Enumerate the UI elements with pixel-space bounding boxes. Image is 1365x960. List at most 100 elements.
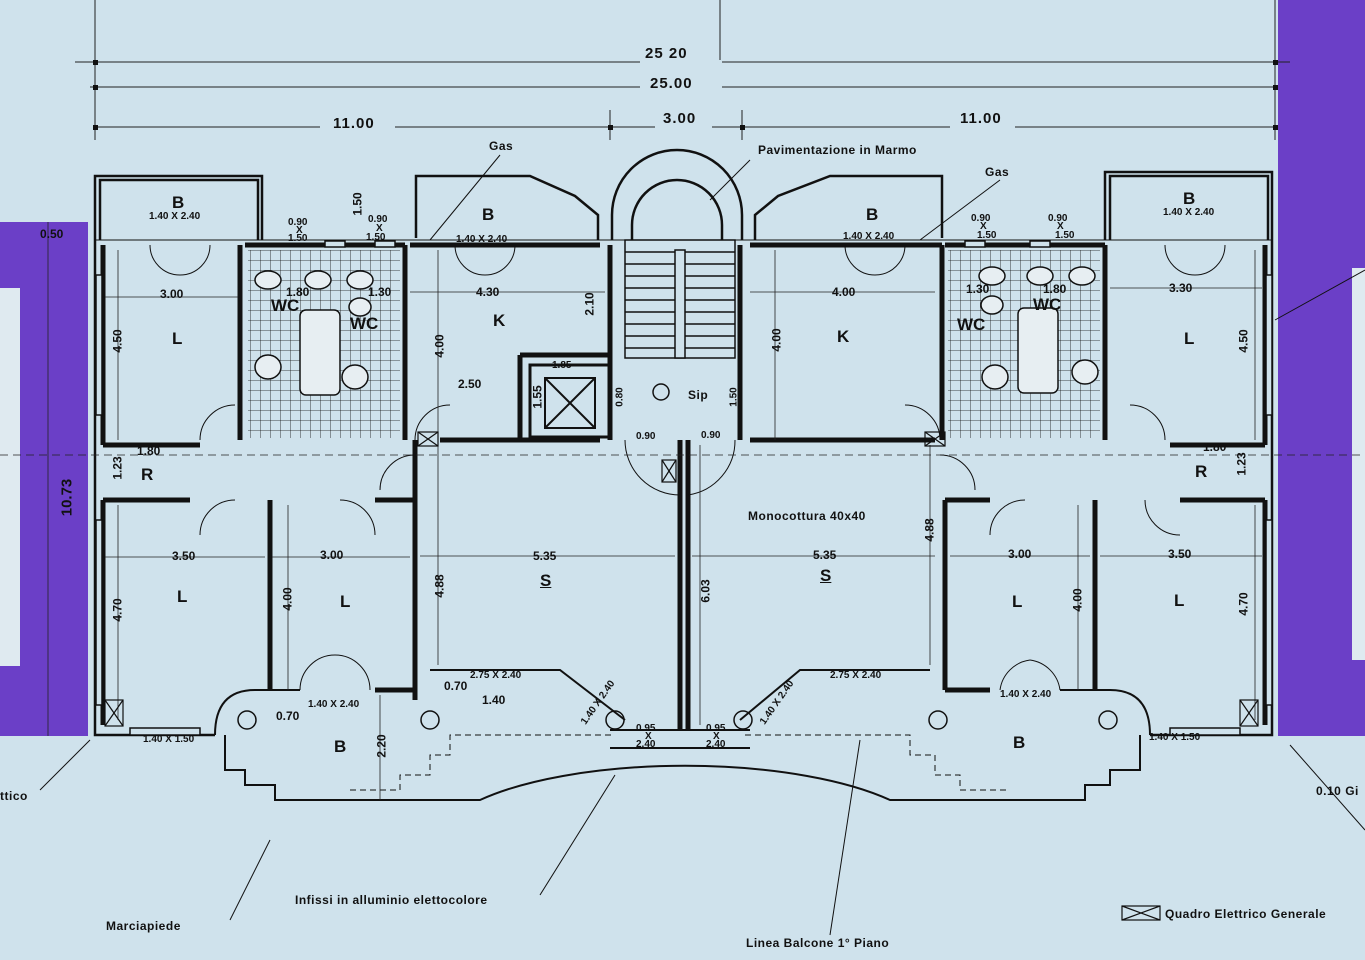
note-electric-cut: ttico bbox=[0, 789, 28, 803]
bathtub-left bbox=[299, 309, 341, 396]
room-bath-right-a: WC bbox=[957, 315, 986, 334]
note-panel-legend: Quadro Elettrico Generale bbox=[1165, 907, 1327, 921]
room-living-sw-2: L bbox=[340, 592, 351, 611]
columns bbox=[237, 383, 1118, 730]
note-gas-right: Gas bbox=[985, 165, 1010, 179]
dim-kitchen-right-width: 4.00 bbox=[832, 285, 856, 299]
dim-elevator-depth: 1.55 bbox=[530, 385, 545, 409]
room-balcony-sw: B bbox=[334, 737, 347, 756]
dim-right-wing: 11.00 bbox=[960, 110, 1002, 127]
room-balcony-top-left: B bbox=[172, 193, 185, 212]
electric-panels bbox=[104, 431, 1259, 727]
dim-living-sw2-width: 3.00 bbox=[320, 548, 344, 562]
room-storage-right: R bbox=[1195, 462, 1208, 481]
note-right-cut: 0.10 Gi bbox=[1316, 784, 1359, 798]
dim-entry-left-x: X bbox=[645, 731, 652, 742]
win-salon-left: 2.75 X 2.40 bbox=[470, 670, 522, 681]
room-salon-left: S bbox=[540, 571, 552, 590]
room-bath-right-b: WC bbox=[1033, 295, 1062, 314]
dim-living-ne-width: 3.30 bbox=[1169, 281, 1193, 295]
dim-left-wing: 11.00 bbox=[333, 115, 375, 132]
room-balcony-kitchen-left: B bbox=[482, 205, 495, 224]
door-swings bbox=[149, 244, 1226, 691]
room-balcony-se: B bbox=[1013, 733, 1026, 752]
right-frame-band bbox=[1278, 0, 1365, 736]
dim-bath-left-b: 1.30 bbox=[368, 285, 392, 299]
bath-win-r2-x: X bbox=[1057, 221, 1064, 232]
dim-central-depth: 6.03 bbox=[698, 579, 713, 603]
room-living-se-2: L bbox=[1174, 591, 1185, 610]
south-balconies bbox=[214, 669, 1151, 801]
bath-win-r1-w: 0.90 bbox=[971, 213, 991, 224]
dim-height-total: 10.73 bbox=[58, 478, 76, 517]
room-living-ne: L bbox=[1184, 329, 1195, 348]
dim-storage-right-depth: 1.23 bbox=[1234, 452, 1249, 476]
bath-win-l2-h: 1.50 bbox=[366, 232, 386, 243]
dimension-ticks bbox=[93, 60, 1278, 130]
dim-bath-right-b: 1.80 bbox=[1043, 282, 1067, 296]
dim-living-se1-depth: 4.00 bbox=[1070, 588, 1085, 612]
interior-dimension-lines bbox=[0, 222, 1365, 800]
bath-win-l2-x: X bbox=[376, 223, 383, 234]
dim-salon-left-width: 5.35 bbox=[533, 549, 557, 563]
bath-win-r1-x: X bbox=[980, 221, 987, 232]
room-kitchen-right: K bbox=[837, 327, 850, 346]
sanitary-fixtures bbox=[254, 266, 1099, 396]
dim-salon-step: 0.70 bbox=[444, 679, 468, 693]
dim-stair-core: 3.00 bbox=[663, 110, 697, 127]
dim-living-nw-width: 3.00 bbox=[160, 287, 184, 301]
dim-kitchen-right-depth-v: 4.00 bbox=[769, 328, 784, 352]
dim-storage-right: 1.80 bbox=[1203, 440, 1227, 454]
dim-storage-left: 1.80 bbox=[137, 444, 161, 458]
win-kitchen-left: 1.40 X 2.40 bbox=[456, 234, 508, 245]
room-salon-right: S bbox=[820, 566, 832, 585]
dim-entry-left-h: 2.40 bbox=[636, 739, 656, 750]
room-balcony-kitchen-right: B bbox=[866, 205, 879, 224]
dim-stair-landing: 1.50 bbox=[728, 387, 740, 407]
dim-elevator-width: 1.85 bbox=[552, 360, 572, 371]
dim-living-sw2-depth: 4.00 bbox=[280, 587, 295, 611]
room-living-nw: L bbox=[172, 329, 183, 348]
left-frame-window bbox=[0, 288, 20, 666]
room-kitchen-left: K bbox=[493, 311, 506, 330]
room-storage-left: R bbox=[141, 465, 154, 484]
dim-stair-door-left: 0.90 bbox=[636, 431, 656, 442]
room-bath-left-b: WC bbox=[350, 314, 379, 333]
note-frames: Infissi in alluminio elettocolore bbox=[295, 893, 488, 907]
dim-top-offset: 0.50 bbox=[40, 227, 64, 241]
win-sw-window: 1.40 X 1.50 bbox=[143, 734, 195, 745]
dim-living-se2-depth: 4.70 bbox=[1236, 592, 1251, 616]
dim-living-sw1-width: 3.50 bbox=[172, 549, 196, 563]
room-living-sw-1: L bbox=[177, 587, 188, 606]
dim-salon-right-depth: 4.88 bbox=[922, 518, 937, 542]
elevator-shaft bbox=[528, 363, 612, 439]
dim-living-se1-width: 3.00 bbox=[1008, 547, 1032, 561]
dim-kitchen-left-depth: 2.50 bbox=[458, 377, 482, 391]
dim-kitchen-left-wing: 2.10 bbox=[582, 292, 597, 316]
dim-salon-left-depth: 4.88 bbox=[432, 574, 447, 598]
dim-elevator-door: 0.80 bbox=[614, 387, 626, 407]
win-se-door: 1.40 X 2.40 bbox=[1000, 689, 1052, 700]
bathtub-right bbox=[1017, 307, 1059, 394]
dim-salon-right-width: 5.35 bbox=[813, 548, 837, 562]
dim-kitchen-left-depth-v: 4.00 bbox=[432, 334, 447, 358]
note-paving: Pavimentazione in Marmo bbox=[758, 143, 917, 157]
purple-frame bbox=[0, 0, 1365, 736]
balcony-line-dashed bbox=[350, 734, 1010, 791]
win-se-window: 1.40 X 1.50 bbox=[1149, 732, 1201, 743]
bath-win-l1-h: 1.50 bbox=[288, 233, 308, 244]
bath-win-r2-h: 1.50 bbox=[1055, 230, 1075, 241]
room-living-se-1: L bbox=[1012, 592, 1023, 611]
bath-win-l2-w: 0.90 bbox=[368, 214, 388, 225]
dim-entry-right-h: 2.40 bbox=[706, 739, 726, 750]
note-sip: Sip bbox=[688, 388, 709, 402]
win-top-right: 1.40 X 2.40 bbox=[1163, 207, 1215, 218]
dim-living-nw-depth: 4.50 bbox=[110, 329, 125, 353]
bath-win-r2-w: 0.90 bbox=[1048, 213, 1068, 224]
dim-entry-right-x: X bbox=[713, 731, 720, 742]
dim-stair-door-right: 0.90 bbox=[701, 430, 721, 441]
dim-balcony-sw-depth: 2.20 bbox=[374, 734, 389, 758]
bath-win-l1-x: X bbox=[296, 225, 303, 236]
dim-entry-right-w: 0.95 bbox=[706, 723, 726, 734]
win-salon-right: 2.75 X 2.40 bbox=[830, 670, 882, 681]
